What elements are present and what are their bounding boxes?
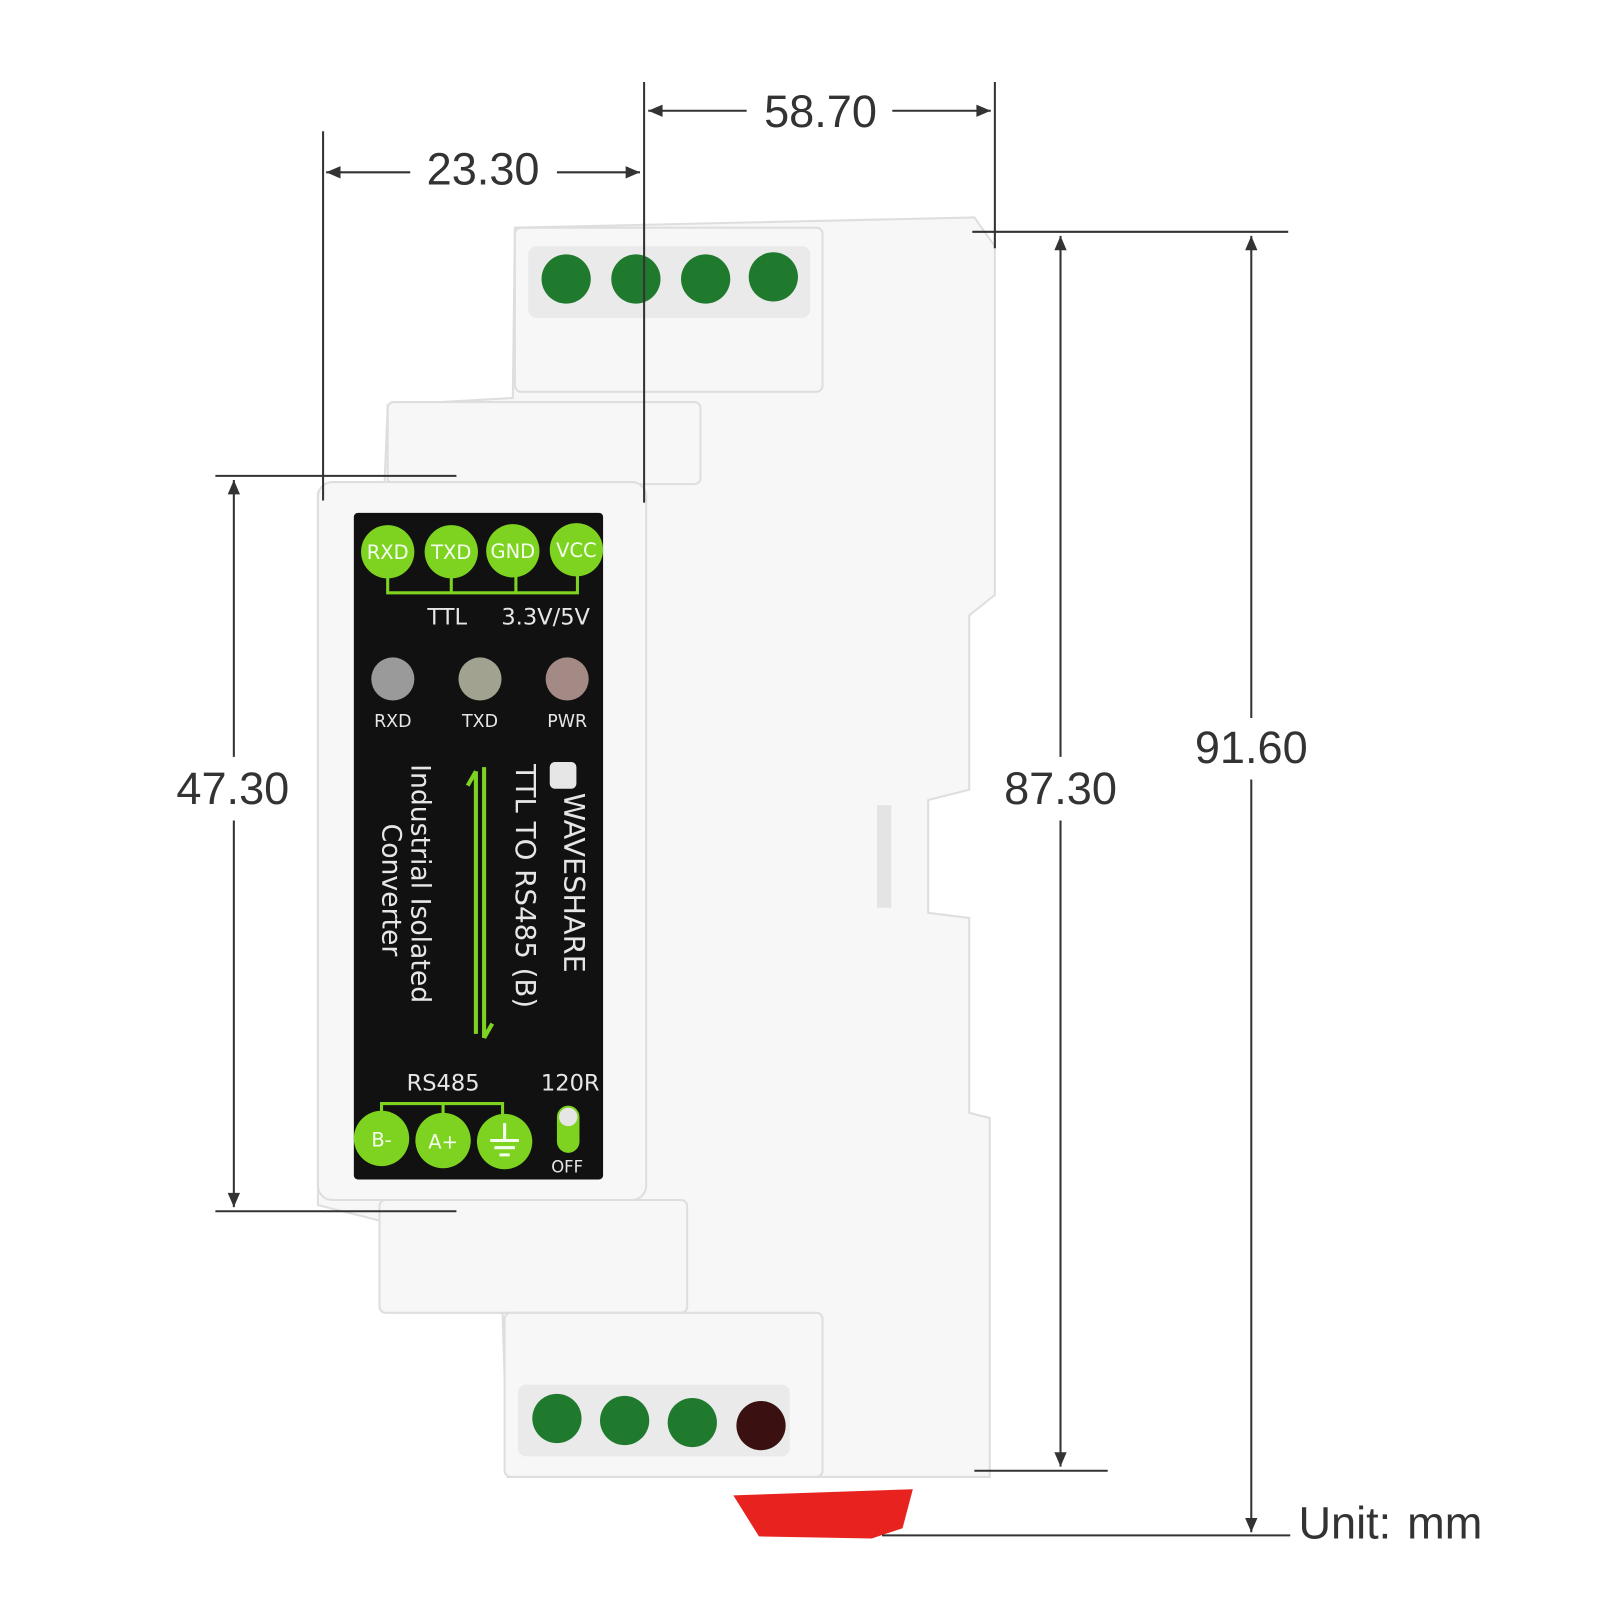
svg-text:VCC: VCC: [556, 539, 597, 562]
dimension-top-width: 58.70: [764, 86, 877, 137]
ground-icon: [476, 1113, 533, 1170]
direction-arrows-icon: [465, 767, 495, 1039]
label-panel: RXD TXD GND VCC TTL 3.3V/5V RXD TXD PWR …: [353, 512, 604, 1180]
screw-terminal[interactable]: [667, 1397, 717, 1448]
ttl-pin: GND: [486, 524, 540, 578]
screw-terminal[interactable]: [748, 252, 798, 302]
screw-terminal[interactable]: [736, 1401, 786, 1451]
led-pwr: [545, 657, 589, 701]
ttl-pin: RXD: [361, 525, 415, 579]
waveshare-logo: WAVESHARE: [549, 762, 591, 973]
screw-terminal[interactable]: [532, 1393, 582, 1444]
bottom-terminal-block: [517, 1384, 790, 1457]
screw-terminal[interactable]: [541, 254, 591, 304]
led-rxd: [371, 657, 415, 701]
rs485-pin-b: B-: [353, 1110, 410, 1167]
unit-label: Unit:: [1298, 1497, 1391, 1548]
product-name: TTL TO RS485 (B): [509, 763, 542, 1008]
screw-terminal[interactable]: [681, 254, 731, 304]
voltage-label: 3.3V/5V: [501, 605, 590, 631]
led-label: PWR: [547, 712, 587, 732]
description-line2: Converter: [376, 824, 407, 957]
svg-text:A+: A+: [428, 1131, 458, 1154]
ttl-pin: TXD: [424, 525, 478, 579]
din-rail-clip[interactable]: [733, 1489, 913, 1539]
switch-state: OFF: [551, 1157, 583, 1176]
led-txd: [458, 657, 502, 701]
svg-text:GND: GND: [490, 540, 535, 563]
dimension-panel-height: 47.30: [176, 763, 289, 814]
resistor-label: 120R: [541, 1070, 600, 1096]
rs485-label: RS485: [407, 1070, 480, 1096]
top-terminal-block: [528, 246, 811, 318]
svg-text:B-: B-: [371, 1129, 391, 1152]
rs485-pin-a: A+: [415, 1112, 471, 1169]
dimension-front-offset: 23.30: [427, 144, 540, 195]
svg-text:TXD: TXD: [430, 541, 471, 564]
unit-value: mm: [1407, 1497, 1482, 1548]
ttl-pin: VCC: [549, 523, 604, 577]
dimension-total-height: 91.60: [1195, 722, 1308, 773]
svg-text:WAVESHARE: WAVESHARE: [557, 793, 591, 973]
screw-terminal[interactable]: [600, 1395, 650, 1446]
dimension-body-height: 87.30: [1004, 763, 1117, 814]
screw-terminal[interactable]: [611, 254, 661, 304]
led-label: TXD: [461, 712, 498, 732]
dimension-lines: [215, 82, 1291, 1537]
svg-text:RXD: RXD: [367, 541, 409, 564]
ttl-label: TTL: [426, 605, 467, 631]
description-line1: Industrial Isolated: [404, 764, 435, 1003]
led-label: RXD: [374, 712, 411, 732]
